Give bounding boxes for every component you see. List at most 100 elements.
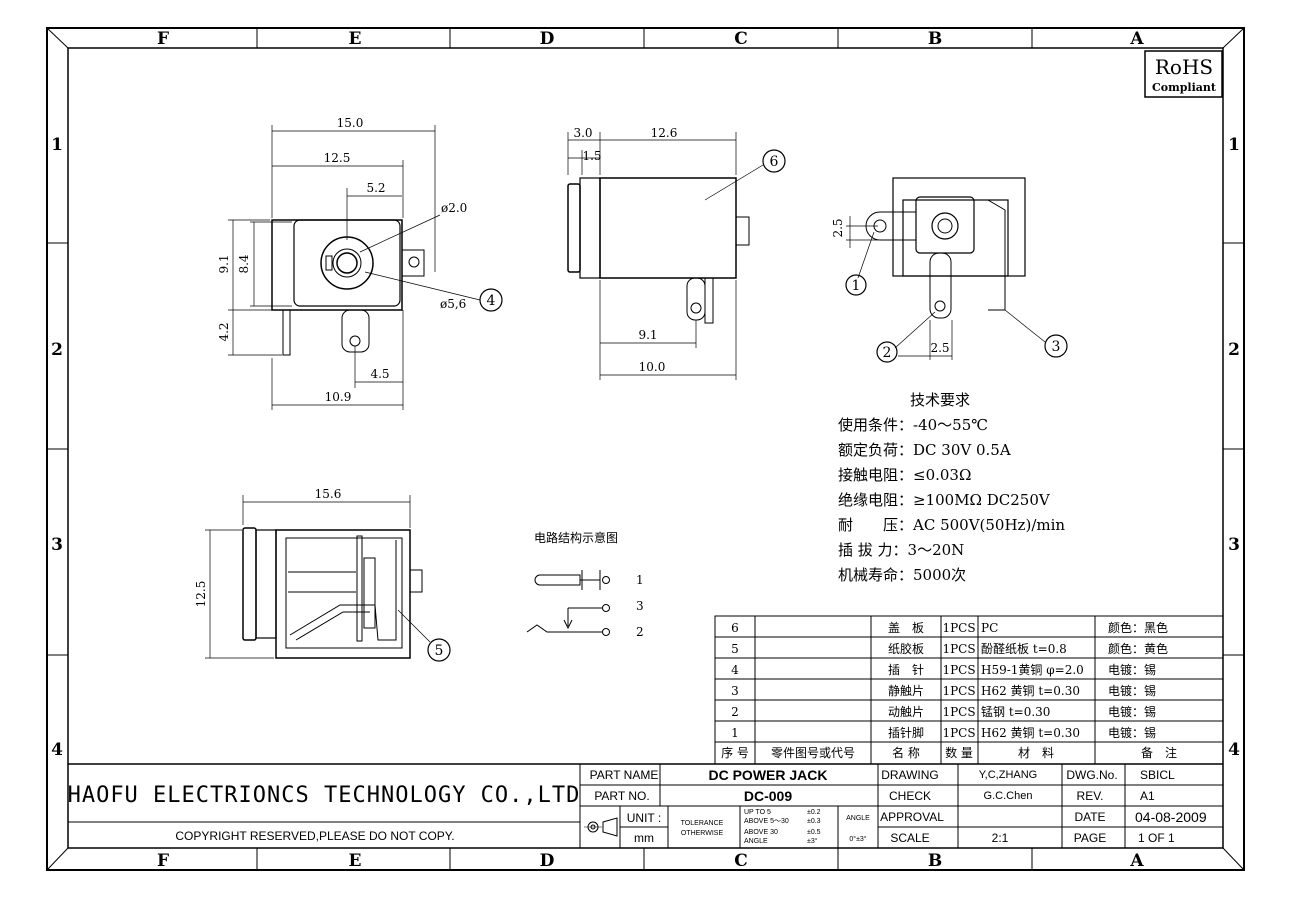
zone-row-3-right: 3 bbox=[1228, 535, 1240, 555]
title-block-grid bbox=[68, 763, 1223, 848]
bom-cell-material: 锰钢 t=0.30 bbox=[981, 704, 1050, 719]
unit-label: UNIT : bbox=[627, 811, 661, 825]
rohs-stamp bbox=[1144, 50, 1223, 98]
bom-cell-material: PC bbox=[981, 621, 998, 635]
bom-cell-no: 6 bbox=[731, 621, 739, 635]
zone-col-f-top: F bbox=[157, 29, 169, 49]
bom-cell-material: H62 黄铜 t=0.30 bbox=[981, 725, 1080, 740]
dim-side-pin-offset: 9.1 bbox=[638, 328, 657, 342]
circuit-pin-1: 1 bbox=[636, 573, 644, 587]
bom-table-grid bbox=[714, 615, 1224, 765]
part-name-label: PART NAME bbox=[590, 768, 659, 782]
date-value: 04-08-2009 bbox=[1135, 809, 1207, 825]
check-value: G.C.Chen bbox=[984, 790, 1033, 802]
callout-5: 5 bbox=[435, 643, 444, 659]
spec-line: 绝缘电阻：≥100MΩ DC250V bbox=[838, 491, 1051, 509]
page-value: 1 OF 1 bbox=[1138, 831, 1175, 845]
page-label: PAGE bbox=[1074, 831, 1106, 845]
bom-cell-name: 插针脚 bbox=[888, 725, 924, 740]
part-no-value: DC-009 bbox=[744, 788, 792, 804]
dim-section-length: 15.6 bbox=[315, 487, 342, 501]
bom-cell-no: 3 bbox=[731, 684, 739, 698]
zone-col-a-bottom: A bbox=[1129, 851, 1144, 871]
approval-label: APPROVAL bbox=[880, 810, 944, 824]
tolerance-range-3: ABOVE 30 bbox=[744, 829, 778, 836]
bom-cell-qty: 1PCS bbox=[942, 726, 975, 740]
bom-cell-no: 4 bbox=[731, 663, 739, 677]
corner-line bbox=[1222, 847, 1245, 871]
bom-cell-note: 电镀：锡 bbox=[1108, 683, 1156, 698]
spec-line: 耐 压：AC 500V(50Hz)/min bbox=[838, 516, 1065, 534]
bom-cell-note: 电镀：锡 bbox=[1108, 704, 1156, 719]
part-no-label: PART NO. bbox=[594, 789, 649, 803]
zone-col-e-top: E bbox=[349, 29, 362, 49]
zone-dividers bbox=[47, 28, 1244, 870]
dim-back-offset: 2.5 bbox=[831, 218, 845, 237]
zone-row-4-right: 4 bbox=[1228, 740, 1240, 760]
bom-cell-no: 2 bbox=[731, 705, 739, 719]
dim-front-pin-offset: 4.5 bbox=[370, 367, 389, 381]
zone-col-e-bottom: E bbox=[349, 851, 362, 871]
dim-side-cap-width: 3.0 bbox=[573, 126, 592, 140]
bom-header-part: 零件图号或代号 bbox=[771, 746, 855, 760]
circuit-title: 电路结构示意图 bbox=[534, 530, 618, 545]
zone-col-a-top: A bbox=[1129, 29, 1144, 49]
specs-title: 技术要求 bbox=[910, 391, 970, 409]
zone-col-d-top: D bbox=[540, 29, 555, 49]
dim-front-pin-length: 4.2 bbox=[217, 322, 231, 341]
bom-cell-qty: 1PCS bbox=[942, 642, 975, 656]
dim-front-hole-diameter: ø5,6 bbox=[440, 297, 466, 311]
bom-header-no: 序 号 bbox=[721, 745, 749, 760]
spec-line: 插 拔 力：3～20N bbox=[838, 541, 964, 559]
rev-value: A1 bbox=[1140, 789, 1155, 803]
bom-cell-qty: 1PCS bbox=[942, 621, 975, 635]
callout-6: 6 bbox=[770, 154, 779, 170]
bom-cell-note: 颜色：黄色 bbox=[1108, 641, 1168, 656]
zone-row-1-right: 1 bbox=[1228, 135, 1240, 155]
bom-cell-no: 5 bbox=[731, 642, 739, 656]
tolerance-range-1: UP TO 5 bbox=[744, 809, 771, 816]
bom-cell-note: 颜色：黑色 bbox=[1108, 620, 1168, 635]
zone-col-c-bottom: C bbox=[734, 851, 748, 871]
bom-cell-note: 电镀：锡 bbox=[1108, 725, 1156, 740]
section-view bbox=[205, 495, 451, 662]
zone-col-d-bottom: D bbox=[540, 851, 555, 871]
inner-border bbox=[67, 47, 1224, 849]
zone-col-b-bottom: B bbox=[928, 851, 942, 871]
angle-value: 0°±3° bbox=[849, 835, 866, 843]
spec-line: 接触电阻：≤0.03Ω bbox=[838, 466, 971, 484]
copyright-notice: COPYRIGHT RESERVED,PLEASE DO NOT COPY. bbox=[175, 829, 454, 843]
bom-cell-qty: 1PCS bbox=[942, 684, 975, 698]
company-name: HAOFU ELECTRIONCS TECHNOLOGY CO.,LTD bbox=[68, 783, 581, 808]
angle-label: ANGLE bbox=[846, 815, 870, 822]
spec-line: 机械寿命：5000次 bbox=[838, 566, 966, 584]
dwg-no-label: DWG.No. bbox=[1066, 768, 1117, 782]
dim-side-base-length: 10.0 bbox=[639, 360, 666, 374]
zone-col-c-top: C bbox=[734, 29, 748, 49]
zone-col-f-bottom: F bbox=[157, 851, 169, 871]
tolerance-value-4: ±3° bbox=[807, 837, 818, 845]
bom-cell-name: 动触片 bbox=[888, 705, 924, 719]
dim-section-height: 12.5 bbox=[194, 581, 208, 608]
callout-4: 4 bbox=[487, 293, 496, 309]
check-label: CHECK bbox=[889, 789, 931, 803]
spec-line: 额定负荷：DC 30V 0.5A bbox=[838, 441, 1011, 459]
unit-value: mm bbox=[634, 831, 654, 845]
zone-row-3-left: 3 bbox=[51, 535, 63, 555]
bom-cell-material: 酚醛纸板 t=0.8 bbox=[981, 641, 1067, 656]
zone-row-2-right: 2 bbox=[1228, 340, 1240, 360]
bom-header-note: 备 注 bbox=[1141, 745, 1177, 760]
bom-cell-no: 1 bbox=[731, 726, 739, 740]
rev-label: REV. bbox=[1077, 789, 1104, 803]
dim-front-width: 15.0 bbox=[337, 116, 364, 130]
bom-cell-name: 插 针 bbox=[888, 662, 924, 677]
tolerance-value-2: ±0.3 bbox=[807, 818, 821, 825]
zone-col-b-top: B bbox=[928, 29, 942, 49]
scale-value: 2:1 bbox=[992, 831, 1009, 845]
date-label: DATE bbox=[1074, 810, 1105, 824]
drawing-label: DRAWING bbox=[881, 768, 939, 782]
circuit-schematic bbox=[526, 570, 610, 636]
zone-row-4-left: 4 bbox=[51, 740, 63, 760]
rohs-subtitle: Compliant bbox=[1152, 81, 1217, 94]
projection-symbol-icon bbox=[584, 817, 618, 837]
